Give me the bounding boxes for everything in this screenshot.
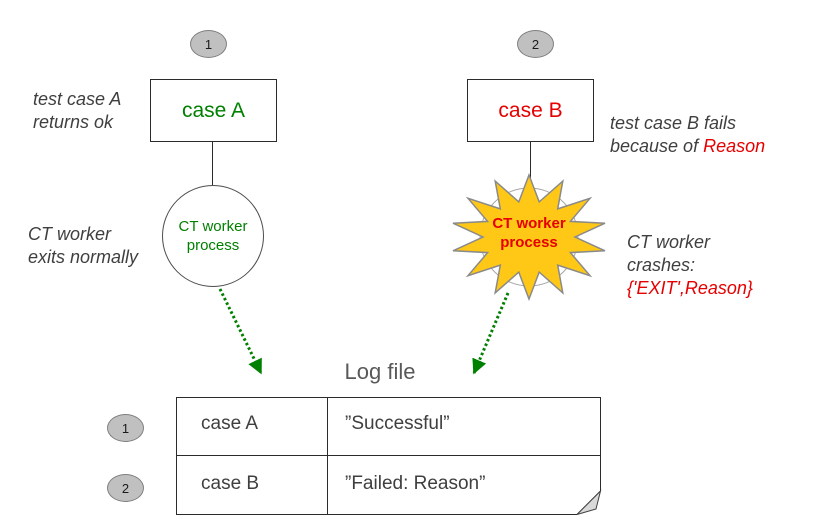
worker-b-annotation-text: CT worker crashes: (627, 232, 711, 275)
log-file-title: Log file (344, 359, 416, 384)
worker-b-annotation: CT worker crashes: {'EXIT',Reason} (627, 208, 753, 300)
step-2-badge: 2 (517, 30, 554, 58)
case-b-annotation-text: test case B fails because of (610, 113, 737, 156)
log-row-2-badge: 2 (107, 474, 144, 502)
log-row-2-case-name: case B (201, 473, 260, 494)
log-row-1-result: ”Successful” (345, 413, 450, 434)
worker-b-crash-label: CT worker process (492, 215, 566, 251)
step-1-badge: 1 (190, 30, 227, 58)
case-b-box: case B (467, 79, 594, 142)
case-a-box: case A (150, 79, 277, 142)
case-b-annotation: test case B fails because of Reason (610, 89, 765, 158)
arrow-worker-b-to-log (472, 292, 510, 375)
log-row-1-badge: 1 (107, 414, 144, 442)
worker-a-circle: CT worker process (162, 185, 264, 287)
case-b-annotation-reason: Reason (703, 136, 766, 156)
log-row-2-result: ”Failed: Reason” (345, 473, 486, 494)
crash-starburst-shape (452, 172, 606, 302)
worker-a-annotation: CT worker exits normally (28, 224, 139, 267)
arrow-worker-a-to-log (218, 288, 263, 375)
case-a-annotation: test case A returns ok (33, 89, 122, 132)
worker-b-annotation-exit-reason: {'EXIT',Reason} (627, 278, 753, 298)
log-row-1-case-name: case A (201, 413, 259, 434)
log-file-folded-corner (576, 489, 602, 515)
